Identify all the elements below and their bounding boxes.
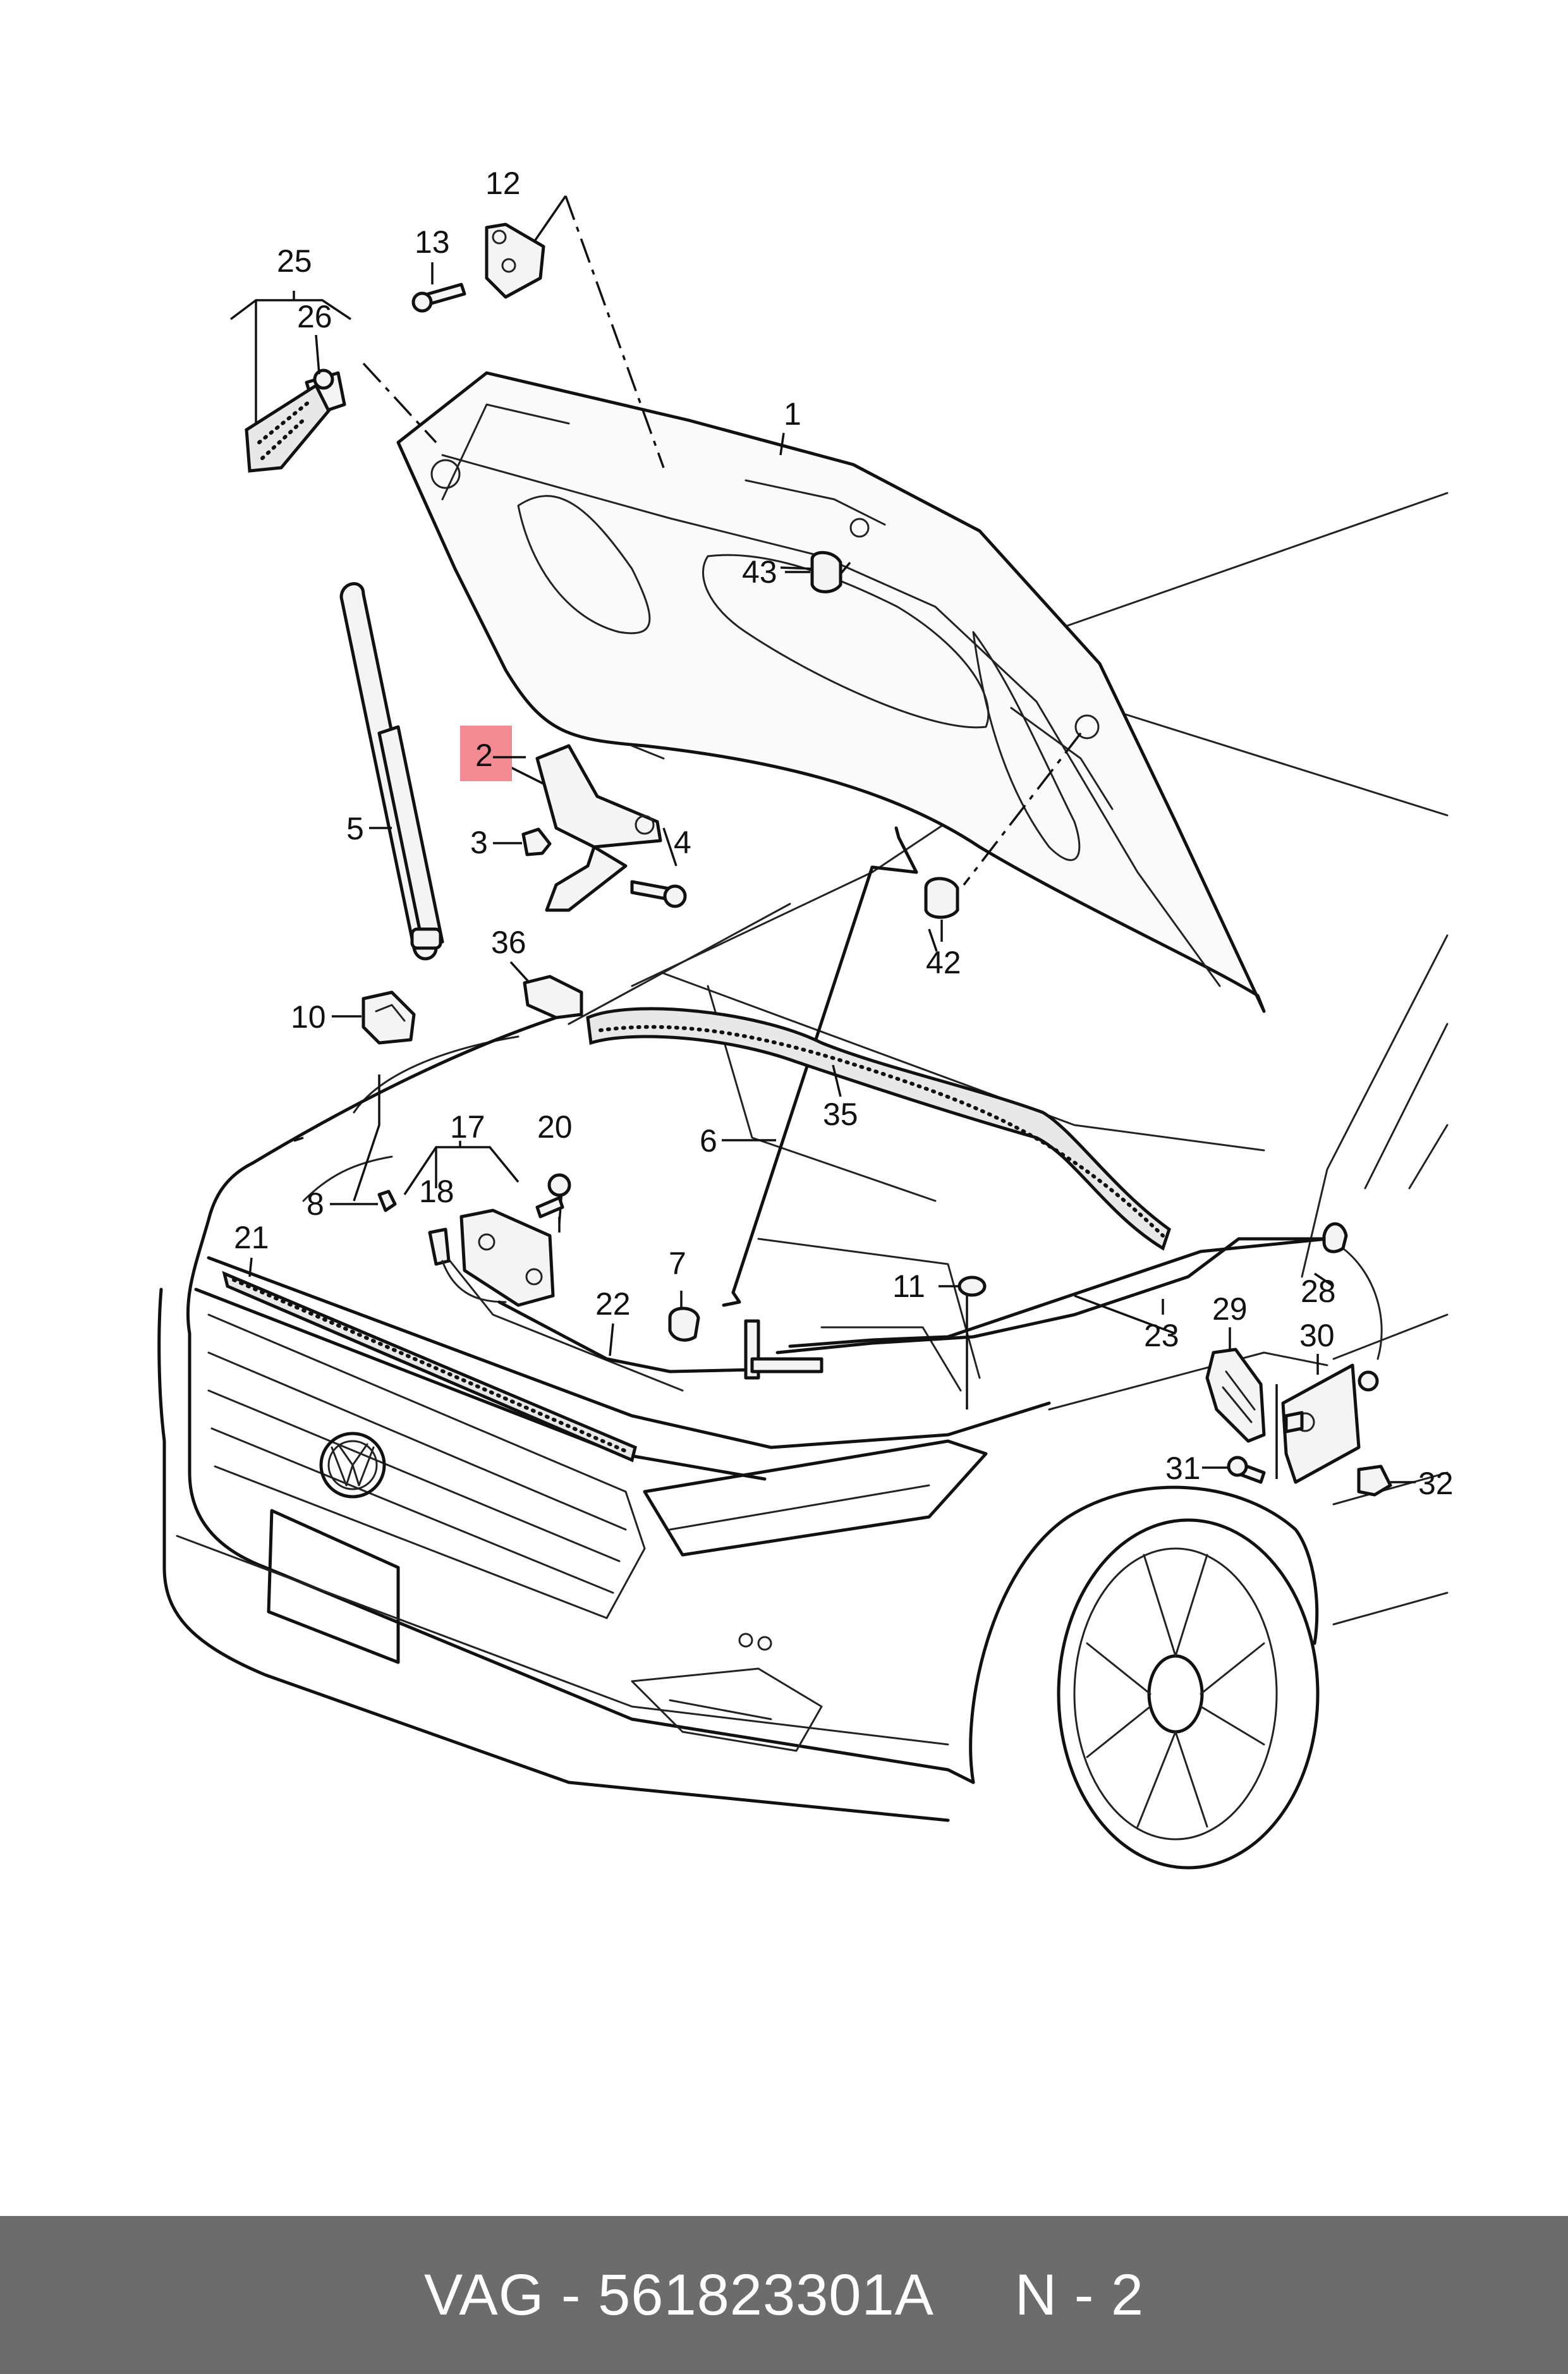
hood-exploded-diagram: 1 2 3 4 5 6 7 8 10 11 12 13 17 18 20 21 … <box>157 166 1454 1870</box>
callout-12[interactable]: 12 <box>485 166 521 201</box>
hood-panel[interactable] <box>396 371 1266 1013</box>
callout-6[interactable]: 6 <box>700 1123 717 1159</box>
callout-18[interactable]: 18 <box>419 1174 454 1209</box>
callout-25[interactable]: 25 <box>277 243 312 279</box>
footer-bar: VAG - 561823301A N - 2 <box>0 2216 1568 2374</box>
footer-brand: VAG <box>423 2262 545 2327</box>
callout-23[interactable]: 23 <box>1144 1318 1179 1353</box>
footer-part-number: 561823301A <box>598 2262 931 2327</box>
callout-29[interactable]: 29 <box>1212 1291 1248 1327</box>
callout-7[interactable]: 7 <box>669 1246 686 1281</box>
callout-35[interactable]: 35 <box>823 1097 858 1132</box>
callout-4[interactable]: 4 <box>674 825 691 860</box>
callout-20[interactable]: 20 <box>537 1109 573 1145</box>
callout-3[interactable]: 3 <box>470 825 488 860</box>
callout-13[interactable]: 13 <box>415 224 450 260</box>
callout-10[interactable]: 10 <box>291 999 326 1035</box>
callout-36[interactable]: 36 <box>491 925 526 960</box>
callout-11[interactable]: 11 <box>892 1269 925 1304</box>
callout-32[interactable]: 32 <box>1418 1466 1454 1501</box>
callout-28[interactable]: 28 <box>1301 1274 1336 1309</box>
callout-8[interactable]: 8 <box>307 1186 324 1222</box>
footer-page: N - 2 <box>1014 2262 1145 2327</box>
small-parts <box>222 222 1416 1497</box>
callout-26[interactable]: 26 <box>297 299 332 334</box>
callout-43[interactable]: 43 <box>742 554 777 590</box>
footer-separator: - <box>544 2262 599 2327</box>
callout-17[interactable]: 17 <box>450 1109 485 1145</box>
callout-1[interactable]: 1 <box>784 396 801 432</box>
callout-22[interactable]: 22 <box>595 1286 631 1322</box>
callout-5[interactable]: 5 <box>346 811 364 846</box>
callout-31[interactable]: 31 <box>1165 1451 1201 1486</box>
callout-21[interactable]: 21 <box>234 1220 269 1255</box>
footer-caption: VAG - 561823301A N - 2 <box>424 2262 1144 2328</box>
highlight-box <box>460 726 512 781</box>
footer-gap <box>931 2263 1015 2327</box>
callout-2[interactable]: 2 <box>475 738 493 773</box>
car-body <box>157 492 1449 1870</box>
callout-labels: 1 2 3 4 5 6 7 8 10 11 12 13 17 18 20 21 … <box>234 166 1454 1501</box>
callout-42[interactable]: 42 <box>926 945 961 980</box>
callout-30[interactable]: 30 <box>1299 1318 1335 1353</box>
